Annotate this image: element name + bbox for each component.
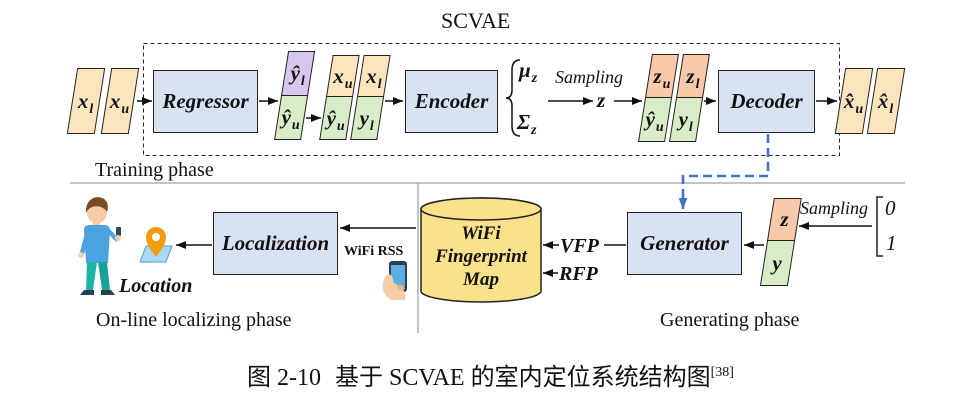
generator-input-y-label: y [772, 250, 783, 275]
sample-value-0: 0 [885, 196, 896, 220]
regressor-box: Regressor [153, 70, 258, 133]
pseudo-label-y-hat-l-subscript: l [301, 74, 306, 89]
decoder-input-y-l-symbol: y [678, 107, 689, 131]
output-x-hat-u-symbol: x̂ [844, 88, 855, 113]
decoder-to-generator-dashed-link [678, 134, 770, 209]
location-label: Location [119, 275, 193, 297]
encoder-input-x-u-symbol: x [333, 63, 344, 88]
localizing-phase-label: On-line localizing phase [96, 309, 292, 331]
pseudo-label-y-hat-l-symbol: ŷ [290, 61, 301, 85]
encoder-input-y-hat-u-label: ŷu [327, 105, 345, 134]
pseudo-label-y-hat-l-label: ŷl [290, 61, 305, 89]
generating-sampling-label: Sampling [800, 198, 869, 218]
input-x-l-subscript: l [89, 101, 94, 117]
generator-box: Generator [627, 212, 742, 275]
decoder-input-y-l-subscript: l [689, 120, 694, 135]
decoder-input-z-u-symbol: z [653, 63, 662, 88]
decoder-input-y-l-label: yl [678, 107, 693, 135]
location-pin-icon [139, 227, 173, 263]
encoder-input-x-l-symbol: x [366, 63, 377, 88]
localization-label: Localization [221, 231, 330, 255]
fingerprint-map-cylinder [420, 197, 542, 303]
generator-input-z-label: z [780, 207, 789, 231]
encoder-input-y-l-subscript: l [370, 118, 375, 134]
decoder-input-y-hat-u-subscript: u [656, 120, 665, 135]
figure-caption: 图 2-10 基于 SCVAE 的室内定位系统结构图[38] [247, 365, 734, 391]
caption-reference: [38] [710, 365, 734, 380]
regressor-label: Regressor [162, 89, 249, 113]
output-x-hat-l-label: x̂l [878, 88, 893, 117]
encoder-label: Encoder [414, 89, 489, 113]
encoder-input-y-l-label: yl [360, 105, 374, 134]
fingerprint-map-label: WiFi Fingerprint Map [421, 222, 541, 291]
vfp-label: VFP [560, 235, 599, 257]
input-x-u-label: xu [110, 88, 129, 117]
fingerprint-map-line-2: Fingerprint [435, 246, 527, 267]
training-sampling-label: Sampling [555, 67, 624, 87]
encoder-input-y-hat-u-symbol: ŷ [327, 105, 337, 130]
decoder-box: Decoder [718, 70, 815, 133]
encoder-input-y-hat-u-subscript: u [337, 118, 346, 134]
output-x-hat-u-subscript: u [855, 101, 864, 117]
encoder-input-x-u-subscript: u [344, 76, 353, 92]
output-x-hat-l-symbol: x̂ [878, 88, 889, 113]
training-phase-label: Training phase [95, 159, 214, 181]
generator-label: Generator [640, 231, 729, 255]
wifi-rss-label: WiFi RSS [344, 244, 404, 259]
latent-covariance-symbol: Σ [517, 110, 531, 134]
decoder-input-z-l-label: zl [686, 63, 699, 92]
pseudo-label-y-hat-u-subscript: u [292, 118, 301, 133]
decoder-input-y-hat-u-label: ŷu [646, 107, 664, 135]
decoder-input-z-l-symbol: z [686, 63, 695, 88]
encoder-input-x-l-label: xl [366, 63, 381, 92]
decoder-input-z-l-subscript: l [695, 76, 700, 92]
encoder-input-y-l-symbol: y [360, 105, 370, 130]
input-x-l-symbol: x [78, 88, 89, 113]
rfp-label: RFP [559, 263, 598, 285]
fingerprint-map-line-1: WiFi [461, 223, 501, 244]
decoder-input-z-u-subscript: u [662, 76, 671, 92]
pseudo-label-y-hat-u-label: ŷu [282, 105, 300, 133]
localization-box: Localization [213, 212, 338, 275]
latent-param-brace [505, 59, 521, 137]
decoder-label: Decoder [730, 89, 803, 113]
input-x-u-symbol: x [110, 88, 121, 113]
generating-phase-label: Generating phase [660, 309, 800, 331]
output-x-hat-u-label: x̂u [844, 88, 863, 117]
input-x-u-subscript: u [121, 101, 130, 117]
latent-mean-symbol: μ [519, 58, 531, 82]
caption-label: 图 2-10 [247, 365, 321, 391]
decoder-input-y-hat-u-symbol: ŷ [646, 107, 656, 131]
encoder-box: Encoder [405, 70, 498, 133]
caption-title: 基于 SCVAE 的室内定位系统结构图 [335, 365, 711, 391]
sample-value-1: 1 [886, 231, 897, 255]
smartphone-icon [382, 261, 407, 300]
output-x-hat-l-subscript: l [889, 101, 894, 117]
latent-mean-subscript: z [531, 71, 538, 86]
latent-variable-z: z [597, 88, 606, 112]
decoder-input-z-u-label: zu [653, 63, 670, 92]
latent-covariance-subscript: z [531, 123, 537, 138]
pseudo-label-y-hat-u-symbol: ŷ [282, 105, 292, 129]
input-x-l-label: xl [78, 88, 93, 117]
latent-mean: μz [519, 58, 537, 86]
architecture-title: SCVAE [441, 8, 511, 33]
sample-bracket [876, 196, 883, 257]
fingerprint-map-line-3: Map [463, 269, 499, 290]
encoder-input-x-u-label: xu [333, 63, 352, 92]
encoder-input-x-l-subscript: l [377, 76, 382, 92]
latent-covariance: Σz [517, 110, 536, 138]
person-icon [78, 197, 121, 295]
